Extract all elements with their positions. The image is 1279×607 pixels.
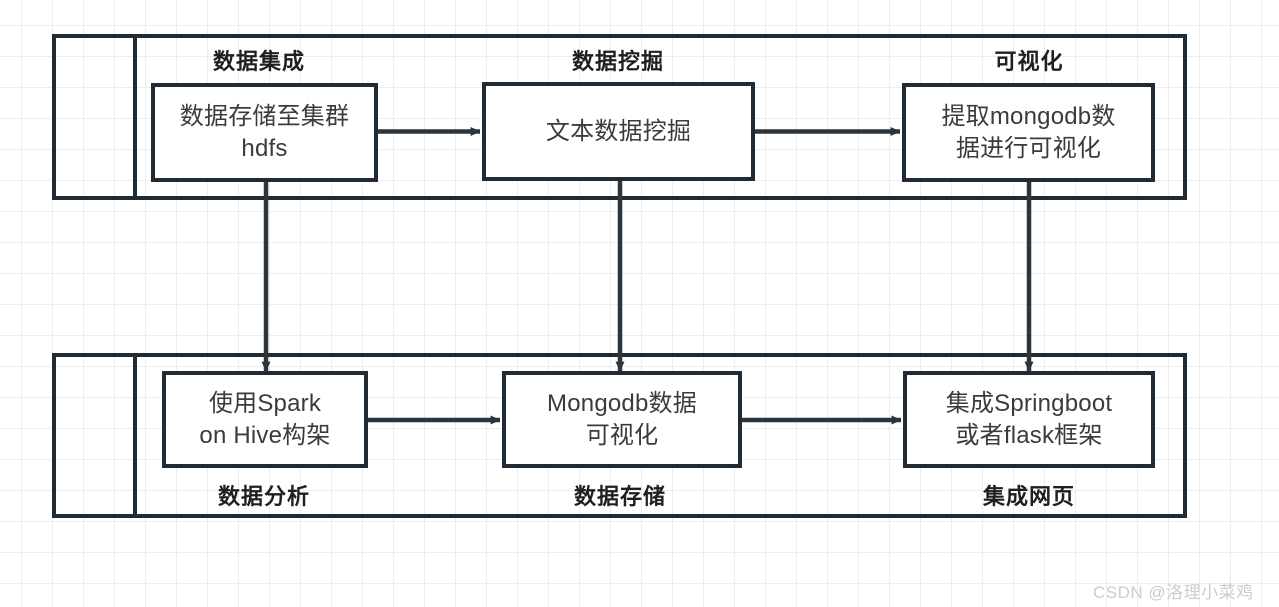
node-hdfs-storage[interactable]: 数据存储至集群 hdfs (151, 83, 378, 182)
top-lane-divider (133, 38, 137, 196)
phase-label-data-integration: 数据集成 (212, 49, 306, 74)
node-mongodb-data-vis[interactable]: Mongodb数据 可视化 (502, 371, 742, 468)
node-springboot-flask[interactable]: 集成Springboot 或者flask框架 (903, 371, 1155, 468)
csdn-watermark: CSDN @洛理小菜鸡 (1093, 583, 1254, 602)
node-mongodb-visualization[interactable]: 提取mongodb数 据进行可视化 (902, 83, 1155, 182)
phase-label-data-storage: 数据存储 (573, 484, 667, 509)
node-text-mining[interactable]: 文本数据挖掘 (482, 82, 755, 181)
phase-label-data-mining: 数据挖掘 (571, 49, 665, 74)
phase-label-web-integration: 集成网页 (982, 484, 1076, 509)
node-spark-on-hive[interactable]: 使用Spark on Hive构架 (162, 371, 368, 468)
phase-label-visualization: 可视化 (994, 49, 1064, 74)
phase-label-data-analysis: 数据分析 (217, 484, 311, 509)
bottom-lane-divider (133, 357, 137, 514)
